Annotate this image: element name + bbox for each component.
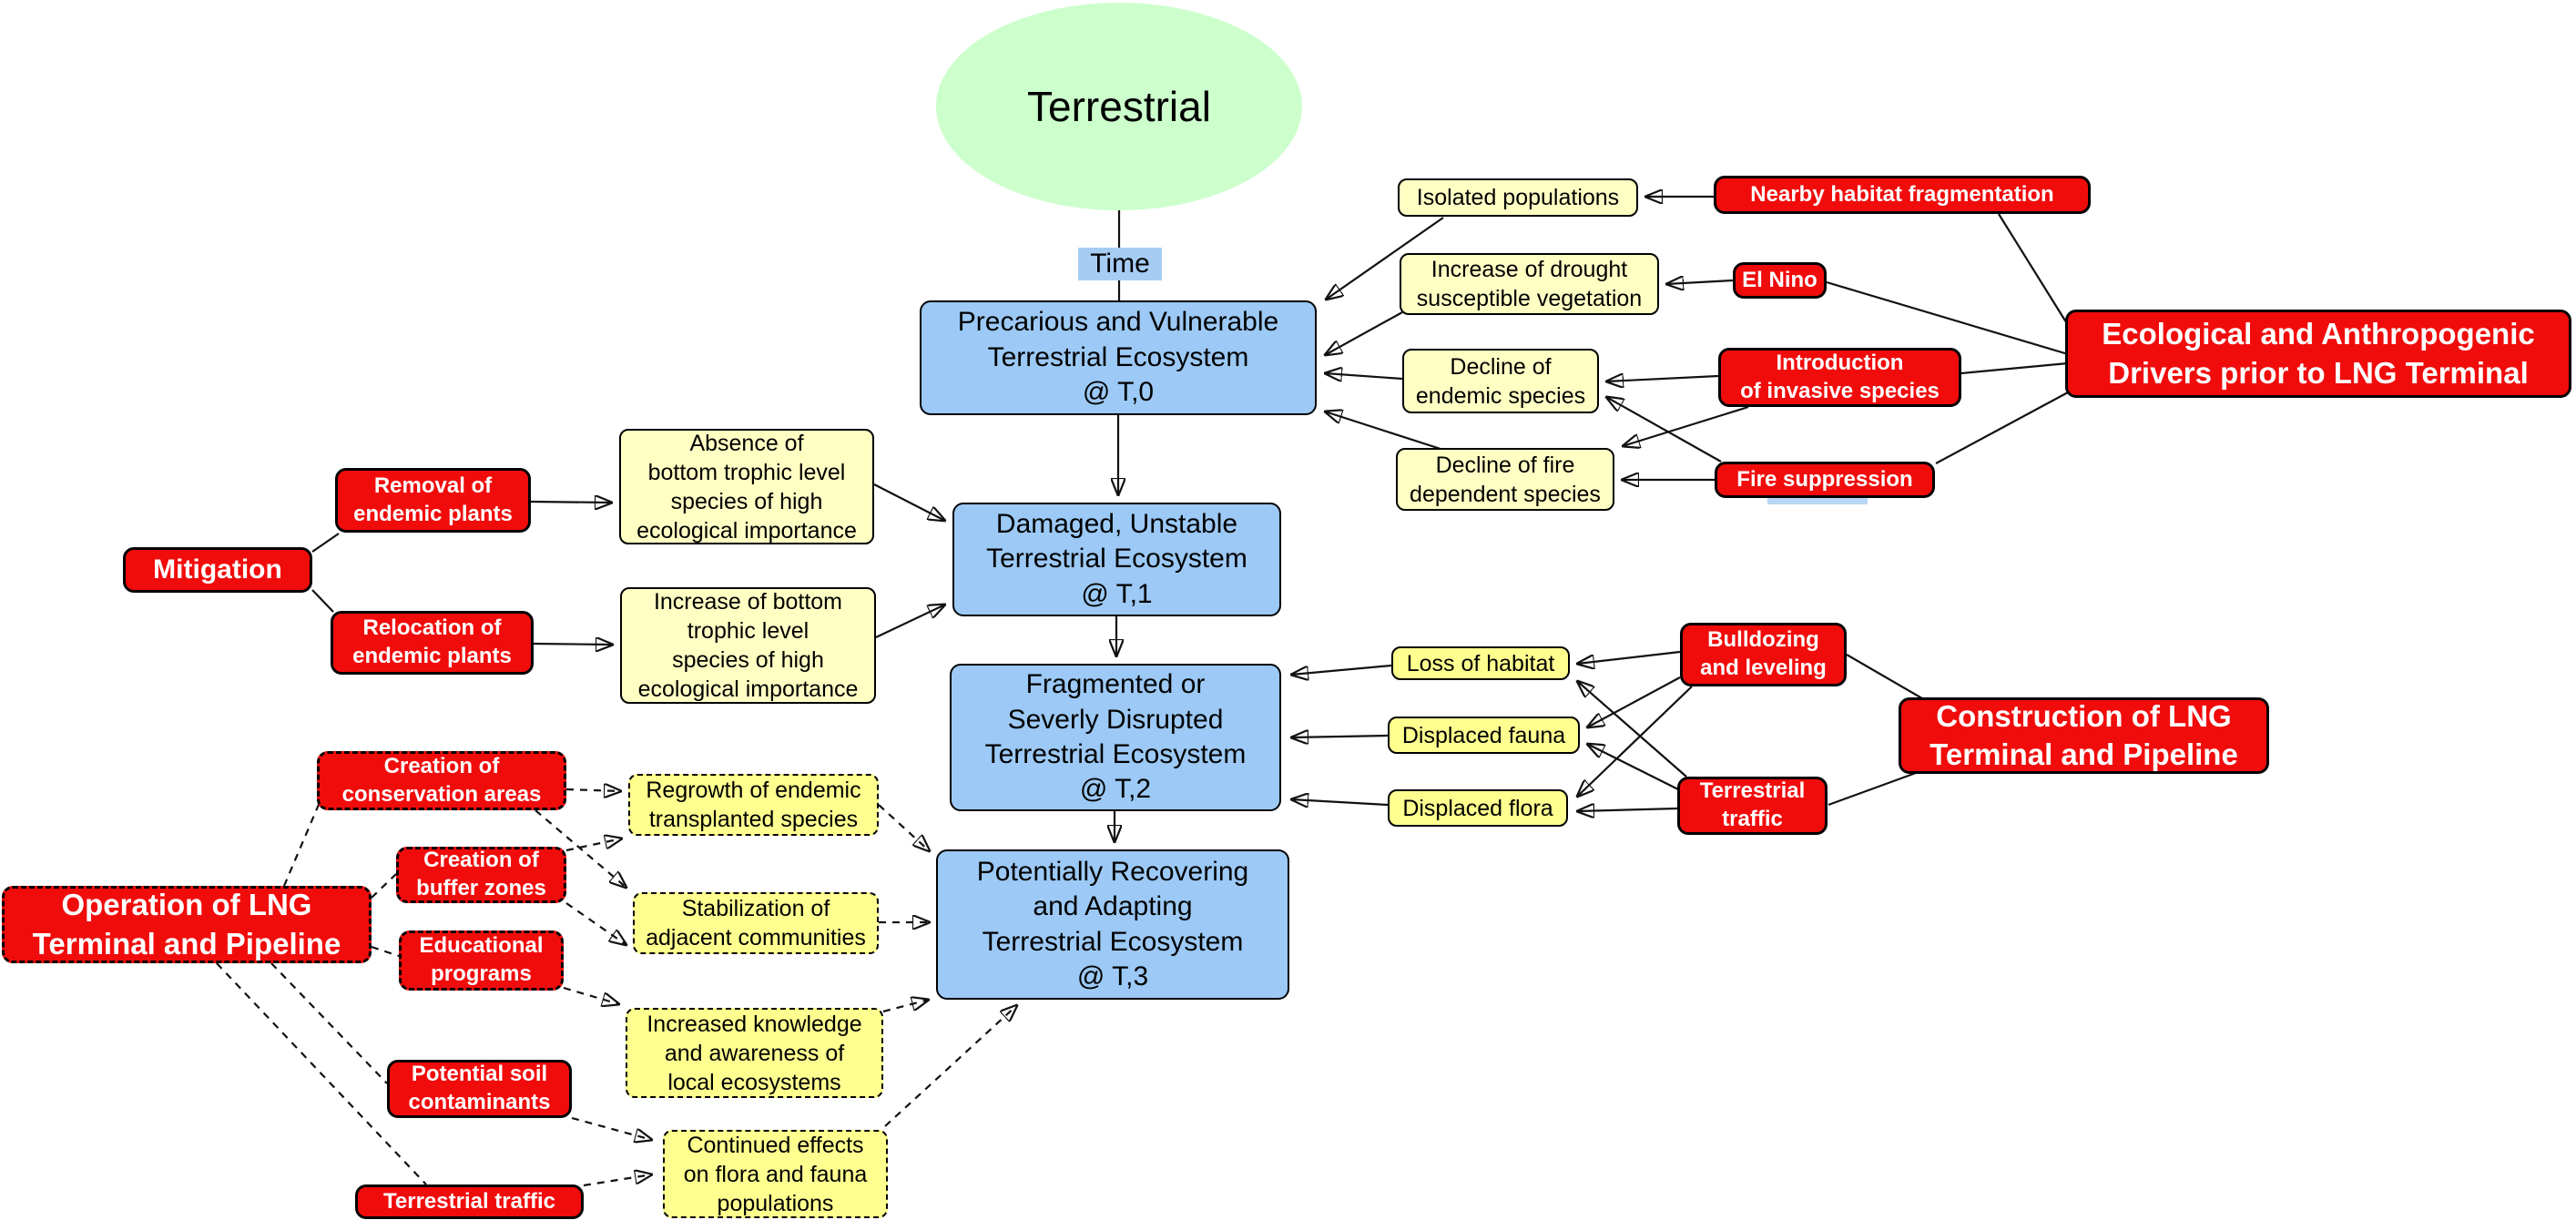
edge-traffic-flora xyxy=(1577,808,1678,811)
edge-operation-buffer xyxy=(371,873,397,899)
edge-buffer-stabilization xyxy=(565,902,626,945)
edge-elnino-drivers xyxy=(1826,280,2069,356)
edge-traffic-fauna xyxy=(1587,744,1681,791)
edge-operation-educational xyxy=(371,945,400,958)
edge-traffic-loss xyxy=(1577,681,1687,778)
edge-declinefire-t0 xyxy=(1325,412,1444,452)
edge-mitigation-removal xyxy=(311,533,340,553)
edge-introduction-declineendemic xyxy=(1606,376,1719,381)
program-terrestrial-traffic[interactable]: Terrestrial traffic xyxy=(355,1184,584,1219)
edge-conservation-stabilization xyxy=(535,809,626,888)
cause-nearby-habitat-fragmentation[interactable]: Nearby habitat fragmentation xyxy=(1714,176,2091,214)
effect-increase-bottom-trophic[interactable]: Increase of bottom trophic level species… xyxy=(620,587,876,704)
program-educational[interactable]: Educational programs xyxy=(399,930,564,991)
dashed-arrows xyxy=(535,789,1017,1187)
edge-absence-t1 xyxy=(873,483,945,521)
edge-buffer-regrowth xyxy=(565,839,622,852)
edge-flora-t2 xyxy=(1291,799,1389,805)
outcome-regrowth[interactable]: Regrowth of endemic transplanted species xyxy=(628,774,879,836)
edge-construction-traffic xyxy=(1828,771,1917,807)
edge-nearby-drivers xyxy=(1998,213,2069,326)
effect-decline-endemic-species[interactable]: Decline of endemic species xyxy=(1402,349,1599,413)
cause-introduction-invasive-species[interactable]: Introduction of invasive species xyxy=(1718,348,1961,407)
impact-displaced-fauna[interactable]: Displaced fauna xyxy=(1388,717,1580,754)
edge-bulldozing-fauna xyxy=(1587,676,1681,727)
dashed-links xyxy=(216,799,427,1185)
solid-arrows xyxy=(530,197,1749,842)
edge-continued-t3 xyxy=(884,1005,1017,1127)
title-ecological-drivers[interactable]: Ecological and Anthropogenic Drivers pri… xyxy=(2065,310,2571,398)
selection-highlight-artifact xyxy=(1767,496,1868,504)
edge-introduction-declinefire xyxy=(1623,405,1749,446)
stage-t0-precarious[interactable]: Precarious and Vulnerable Terrestrial Ec… xyxy=(920,300,1317,415)
effect-decline-fire-species[interactable]: Decline of fire dependent species xyxy=(1396,448,1614,511)
edge-relocation-increase xyxy=(533,644,613,645)
program-buffer-zones[interactable]: Creation of buffer zones xyxy=(396,847,566,903)
stage-t3-recovering[interactable]: Potentially Recovering and Adapting Terr… xyxy=(936,849,1289,1000)
edge-firesupp-declineendemic xyxy=(1606,397,1722,463)
edge-introduction-drivers xyxy=(1960,361,2069,375)
stage-t2-fragmented[interactable]: Fragmented or Severly Disrupted Terrestr… xyxy=(950,664,1281,811)
edge-firesupp-drivers xyxy=(1935,391,2069,464)
edge-educational-knowledge xyxy=(563,986,619,1004)
title-operation-lng[interactable]: Operation of LNG Terminal and Pipeline xyxy=(2,886,372,963)
effect-isolated-populations[interactable]: Isolated populations xyxy=(1398,178,1638,217)
outcome-continued-effects[interactable]: Continued effects on flora and fauna pop… xyxy=(663,1130,888,1218)
edge-knowledge-t3 xyxy=(882,1000,929,1013)
edge-conservation-regrowth xyxy=(565,789,621,791)
edge-removal-absence xyxy=(530,502,612,503)
edge-mitigation-relocation xyxy=(311,589,334,613)
time-link-label[interactable]: Time xyxy=(1078,248,1162,280)
edge-increase-t1 xyxy=(875,605,945,638)
edge-isolated-t0 xyxy=(1326,217,1444,300)
edge-construction-bulldozing xyxy=(1846,654,1928,702)
program-soil-contaminants[interactable]: Potential soil contaminants xyxy=(387,1060,572,1118)
title-mitigation[interactable]: Mitigation xyxy=(123,547,312,593)
outcome-knowledge[interactable]: Increased knowledge and awareness of loc… xyxy=(626,1008,883,1098)
edge-soil-continued xyxy=(571,1116,652,1140)
effect-drought-vegetation[interactable]: Increase of drought susceptible vegetati… xyxy=(1400,253,1659,315)
edge-declineendemic-t0 xyxy=(1325,373,1403,379)
program-conservation-areas[interactable]: Creation of conservation areas xyxy=(317,751,566,810)
effect-absence-bottom-trophic[interactable]: Absence of bottom trophic level species … xyxy=(619,429,874,544)
cause-el-nino[interactable]: El Nino xyxy=(1733,262,1827,299)
cause-fire-suppression[interactable]: Fire suppression xyxy=(1715,462,1935,498)
outcome-stabilization[interactable]: Stabilization of adjacent communities xyxy=(633,892,879,954)
edge-bulldozing-loss xyxy=(1577,650,1681,664)
edge-bulldozing-flora xyxy=(1577,686,1693,797)
edge-traffic-continued xyxy=(583,1174,652,1187)
edge-elnino-drought xyxy=(1666,280,1734,284)
edge-drought-t0 xyxy=(1325,311,1403,355)
edge-operation-traffic xyxy=(216,962,427,1185)
title-construction-lng[interactable]: Construction of LNG Terminal and Pipelin… xyxy=(1899,697,2269,774)
action-removal-endemic-plants[interactable]: Removal of endemic plants xyxy=(335,468,531,533)
edge-operation-soil xyxy=(270,962,388,1084)
action-relocation-endemic-plants[interactable]: Relocation of endemic plants xyxy=(331,611,534,675)
impact-loss-of-habitat[interactable]: Loss of habitat xyxy=(1391,646,1570,680)
edge-loss-t2 xyxy=(1291,664,1392,675)
edge-operation-conservation xyxy=(282,799,322,887)
activity-bulldozing-leveling[interactable]: Bulldozing and leveling xyxy=(1680,623,1847,686)
edge-fauna-t2 xyxy=(1291,736,1389,737)
activity-terrestrial-traffic[interactable]: Terrestrial traffic xyxy=(1677,777,1828,835)
impact-displaced-flora[interactable]: Displaced flora xyxy=(1388,789,1568,827)
stage-t1-damaged[interactable]: Damaged, Unstable Terrestrial Ecosystem … xyxy=(952,503,1281,616)
solid-links xyxy=(311,210,2069,807)
edge-regrowth-t3 xyxy=(878,804,930,851)
root-ellipse-terrestrial[interactable]: Terrestrial xyxy=(936,3,1302,210)
